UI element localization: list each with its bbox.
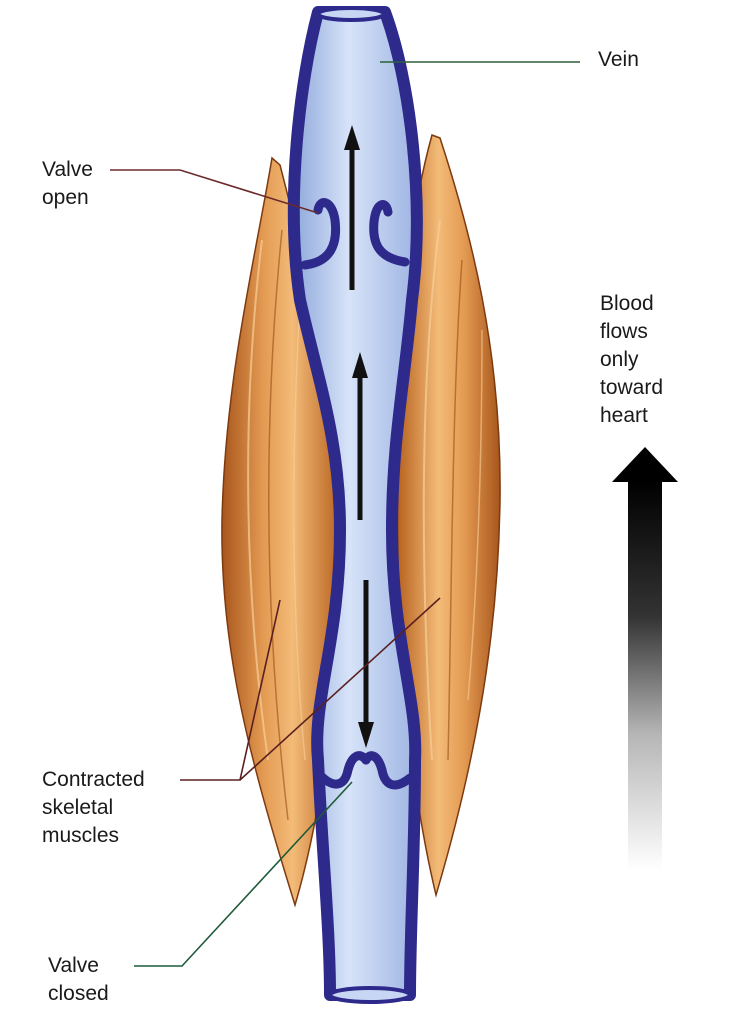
label-vein: Vein [598, 46, 639, 74]
label-contracted-muscles: Contracted skeletal muscles [42, 766, 145, 850]
label-valve-open: Valve open [42, 156, 93, 212]
label-blood-flow: Blood flows only toward heart [600, 290, 663, 430]
blood-flow-direction-arrow [612, 447, 678, 870]
label-valve-closed: Valve closed [48, 952, 109, 1008]
